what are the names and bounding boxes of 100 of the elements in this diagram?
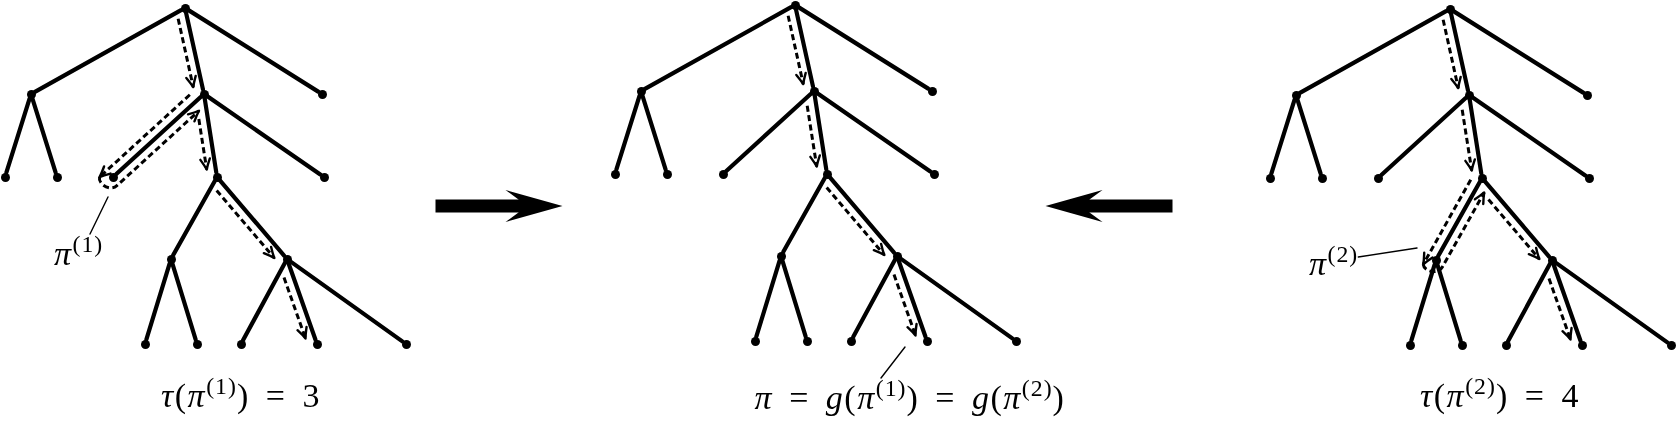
- vertex-dot: [282, 254, 292, 264]
- vertex-dot: [929, 169, 939, 179]
- tree-edge: [1269, 97, 1297, 176]
- vertex-dot: [1666, 340, 1676, 350]
- vertex-dot: [319, 172, 329, 182]
- tree-edge: [1409, 262, 1437, 343]
- vertex-dot: [927, 86, 937, 96]
- tree-diagram: [0, 3, 411, 349]
- vertex-dot: [1011, 336, 1021, 346]
- equation-caption: τ(π$^{(1)}$) = 3: [161, 376, 321, 416]
- tree-edge: [1297, 9, 1449, 95]
- vertex-dot: [192, 339, 202, 349]
- tree-edge: [205, 94, 323, 177]
- tree-diagram: [610, 0, 1021, 346]
- vertex-dot: [1582, 90, 1592, 100]
- vertex-dot: [1291, 90, 1301, 100]
- tree-edge: [1551, 262, 1583, 343]
- vertex-dot: [236, 339, 246, 349]
- vertex-dot: [822, 169, 832, 179]
- tree-edge: [1436, 179, 1482, 259]
- tree-edge: [1482, 179, 1552, 259]
- vertex-dot: [1265, 173, 1275, 183]
- vertex-dot: [1464, 90, 1474, 100]
- equation-caption: τ(π$^{(2)}$) = 4: [1420, 376, 1580, 416]
- tree-edge: [1379, 95, 1468, 178]
- vertex-dot: [1317, 173, 1327, 183]
- tree-edge: [724, 91, 813, 174]
- tree-edge: [851, 257, 897, 340]
- tree-edge: [288, 259, 405, 344]
- tree-edge: [796, 5, 931, 91]
- vertex-dot: [1501, 340, 1511, 350]
- vertex-dot: [1477, 173, 1487, 183]
- vertex-dot: [1584, 173, 1594, 183]
- vertex-dot: [312, 339, 322, 349]
- vertex-dot: [140, 339, 150, 349]
- vertex-dot: [0, 172, 10, 182]
- leader-line: [89, 196, 109, 235]
- tree-edge: [898, 256, 1015, 341]
- tree-edge: [827, 175, 897, 255]
- vertex-dot: [809, 86, 819, 96]
- vertex-dot: [802, 336, 812, 346]
- vertex-dot: [610, 169, 620, 179]
- tree-edge: [1448, 11, 1471, 93]
- tree-edge: [32, 8, 184, 94]
- tree-edge: [1435, 262, 1463, 343]
- vertex-dot: [1457, 340, 1467, 350]
- tree-edge: [780, 258, 808, 339]
- tree-edge: [30, 96, 58, 175]
- vertex-dot: [401, 339, 411, 349]
- tree-edge: [1295, 97, 1323, 176]
- tree-edge: [183, 10, 206, 92]
- math-label: π$^{(2)}$: [1309, 244, 1359, 284]
- vertex-dot: [212, 172, 222, 182]
- vertex-dot: [790, 0, 800, 10]
- vertex-dot: [922, 336, 932, 346]
- tree-edge: [217, 178, 287, 258]
- tree-edge: [202, 96, 219, 175]
- vertex-dot: [846, 336, 856, 346]
- vertex-dot: [636, 86, 646, 96]
- vertex-dot: [1405, 340, 1415, 350]
- tree-edge: [1553, 260, 1670, 345]
- tree-edge: [170, 261, 198, 342]
- vertex-dot: [180, 3, 190, 13]
- vertex-dot: [718, 169, 728, 179]
- vertex-dot: [166, 254, 176, 264]
- leader-line: [1357, 247, 1418, 258]
- tree-edge: [4, 96, 32, 175]
- vertex-dot: [662, 169, 672, 179]
- tree-edge: [781, 175, 827, 255]
- tree-edge: [1506, 261, 1552, 344]
- math-label: π = g(π$^{(1)}$) = g(π$^{(2)}$): [754, 378, 1066, 418]
- vertex-dot: [108, 172, 118, 182]
- tree-edge: [1451, 9, 1586, 95]
- tree-edge: [812, 93, 829, 172]
- tree-edge: [144, 261, 172, 342]
- vertex-dot: [776, 251, 786, 261]
- tree-edge: [171, 178, 217, 258]
- tree-edge: [793, 7, 816, 89]
- tree-edge: [1470, 95, 1588, 178]
- vertex-dot: [52, 172, 62, 182]
- tree-edge: [640, 93, 668, 172]
- tree-edge: [114, 94, 203, 177]
- vertex-dot: [199, 89, 209, 99]
- vertex-dot: [1577, 340, 1587, 350]
- tree-edge: [186, 8, 321, 94]
- vertex-dot: [750, 336, 760, 346]
- vertex-dot: [1445, 4, 1455, 14]
- tree-diagram: [1265, 4, 1676, 350]
- leader-line: [880, 346, 906, 379]
- tree-edge: [286, 261, 318, 342]
- tree-edge: [1467, 97, 1484, 176]
- tree-edge: [815, 91, 933, 174]
- vertex-dot: [1431, 255, 1441, 265]
- tree-edge: [241, 260, 287, 343]
- math-label: π$^{(1)}$: [54, 234, 104, 274]
- vertex-dot: [892, 251, 902, 261]
- vertex-dot: [1547, 255, 1557, 265]
- tree-edge: [614, 93, 642, 172]
- tree-edge: [754, 258, 782, 339]
- tree-edge: [896, 258, 928, 339]
